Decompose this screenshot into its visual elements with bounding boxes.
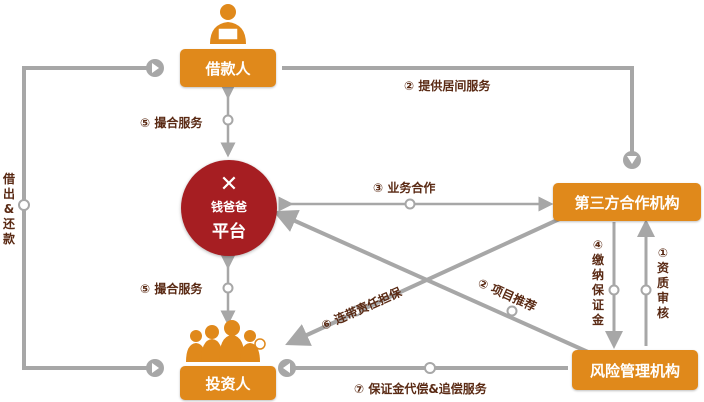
label-7: ⑦ 保证金代偿&追偿服务: [354, 382, 487, 396]
label-1: ①资质审核: [656, 246, 669, 320]
label-4: ④缴纳保证金: [591, 238, 604, 327]
node-borrower: 借款人: [180, 49, 276, 87]
label-5b: ⑤ 撮合服务: [140, 282, 203, 296]
node-platform: ✕ 钱爸爸 平台: [181, 160, 277, 256]
edge-6: [285, 214, 567, 346]
node-third-party: 第三方合作机构: [553, 183, 701, 221]
edge-2a: [282, 66, 634, 152]
platform-brand: 钱爸爸: [210, 200, 247, 214]
label-loop: 借出&还款: [2, 172, 15, 246]
edge-loop: [22, 66, 152, 370]
platform-title: 平台: [212, 222, 246, 242]
node-investor: 投资人: [180, 366, 276, 400]
edge-2b: [273, 209, 589, 354]
label-2a: ② 提供居间服务: [404, 79, 491, 93]
borrower-person-icon: [210, 4, 246, 44]
investor-group-icon: [186, 320, 266, 362]
label-5a: ⑤ 撮合服务: [140, 116, 203, 130]
platform-logo-icon: ✕: [219, 172, 239, 197]
node-risk-mgmt: 风险管理机构: [572, 350, 698, 390]
label-3: ③ 业务合作: [373, 181, 436, 195]
